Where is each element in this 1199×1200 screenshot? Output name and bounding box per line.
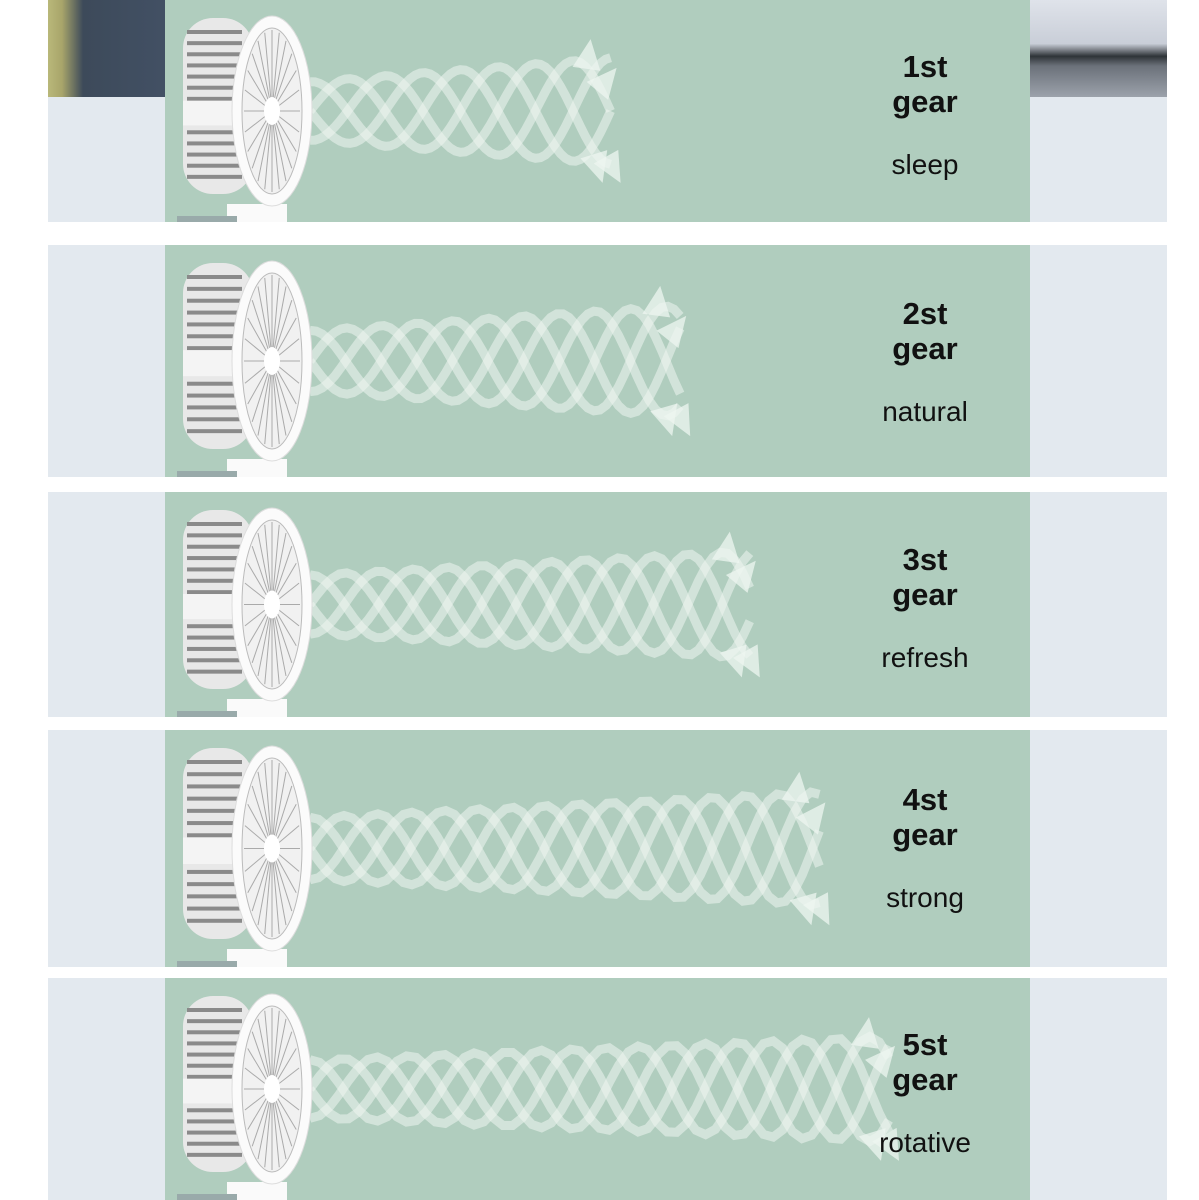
background-photo (1030, 0, 1167, 97)
airflow-wave (309, 301, 684, 416)
gear-mode: rotative (879, 1126, 971, 1158)
airflow-wave (306, 62, 615, 166)
arrow-icon (789, 892, 817, 926)
gear-mode: sleep (891, 148, 959, 180)
gear-number: 4st (902, 782, 948, 818)
airflow-wave (306, 1031, 893, 1144)
gear-word: gear (892, 817, 958, 853)
gear-word: gear (892, 576, 958, 612)
arrow-icon (711, 531, 740, 564)
airflow-wave (306, 309, 685, 419)
gear-panel: 1st gear sleep (165, 0, 1030, 222)
airflow-graphic (306, 285, 691, 437)
arrow-icon (851, 1017, 879, 1049)
gear-number: 2st (902, 296, 948, 332)
airflow-wave (308, 793, 824, 908)
arrow-icon (872, 1127, 899, 1161)
gear-number: 1st (902, 48, 948, 84)
airflow-graphic (306, 1017, 899, 1161)
arrow-icon (663, 403, 691, 437)
background-photo (48, 0, 165, 97)
arrow-icon (656, 315, 687, 349)
arrow-icon (858, 1128, 886, 1161)
arrow-icon (650, 403, 678, 437)
fan-icon (177, 507, 313, 717)
airflow-graphic (306, 771, 830, 926)
airflow-graphic (306, 39, 621, 183)
arrow-icon (580, 150, 608, 183)
airflow-wave (309, 547, 754, 658)
fan-icon (177, 15, 313, 222)
gear-label: 5st gear rotative (865, 1027, 985, 1159)
gear-label: 2st gear natural (865, 296, 985, 428)
airflow-graphic (306, 531, 760, 678)
gear-word: gear (892, 1061, 958, 1097)
fan-icon (177, 260, 313, 477)
gear-number: 5st (902, 1026, 948, 1062)
gear-panel: 4st gear strong (165, 730, 1030, 967)
gear-band: 5st gear rotative (48, 978, 1167, 1200)
gear-panel: 3st gear refresh (165, 492, 1030, 717)
arrow-icon (733, 644, 760, 678)
gear-band: 2st gear natural (48, 245, 1167, 477)
airflow-wave (306, 303, 685, 413)
gear-panel: 2st gear natural (165, 245, 1030, 477)
airflow-wave (309, 306, 684, 421)
gear-band: 4st gear strong (48, 730, 1167, 967)
arrow-icon (642, 285, 671, 318)
arrow-icon (865, 1045, 895, 1078)
gear-label: 1st gear sleep (865, 49, 985, 181)
arrow-icon (781, 771, 810, 804)
arrow-icon (795, 802, 826, 835)
gear-panel: 5st gear rotative (165, 978, 1030, 1200)
arrow-icon (586, 67, 617, 100)
airflow-wave (308, 1034, 893, 1143)
airflow-wave (309, 53, 612, 163)
airflow-wave (309, 59, 612, 169)
arrow-icon (719, 644, 747, 678)
airflow-wave (309, 551, 754, 662)
fan-icon (177, 993, 313, 1200)
airflow-wave (306, 1034, 893, 1147)
gear-mode: natural (882, 396, 968, 428)
gear-band: 1st gear sleep (48, 0, 1167, 222)
gear-label: 3st gear refresh (865, 542, 985, 674)
gear-number: 3st (902, 541, 948, 577)
fan-icon (177, 745, 313, 967)
gear-mode: strong (886, 882, 964, 914)
gear-word: gear (892, 83, 958, 119)
gear-mode: refresh (881, 641, 969, 673)
gear-label: 4st gear strong (865, 782, 985, 914)
arrow-icon (572, 39, 601, 71)
arrow-icon (593, 149, 621, 183)
arrow-icon (803, 892, 830, 926)
airflow-wave (308, 789, 824, 904)
arrow-icon (725, 560, 756, 593)
airflow-wave (306, 550, 754, 660)
gear-word: gear (892, 331, 958, 367)
airflow-wave (306, 549, 754, 659)
gear-band: 3st gear refresh (48, 492, 1167, 717)
